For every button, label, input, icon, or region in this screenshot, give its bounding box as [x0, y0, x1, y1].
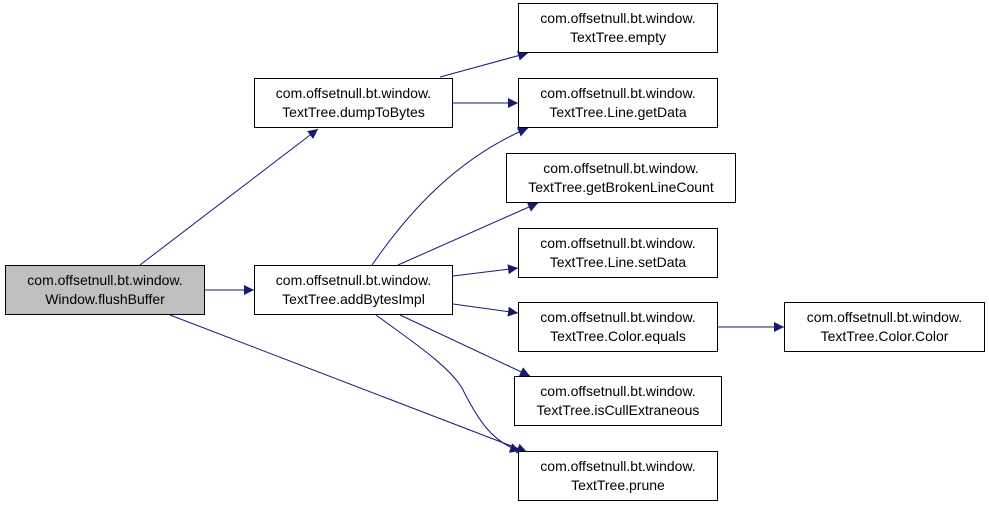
node-texttree-dumptobytes-line1: com.offsetnull.bt.window. [275, 85, 432, 101]
edge-flushbuffer-dumptobytes [139, 128, 319, 266]
node-texttree-line-setdata[interactable]: com.offsetnull.bt.window. TextTree.Line.… [518, 228, 718, 278]
node-window-flushbuffer-line2: Window.flushBuffer [45, 291, 165, 307]
node-window-flushbuffer-line1: com.offsetnull.bt.window. [27, 272, 183, 288]
node-texttree-addbytesimpl-line2: TextTree.addBytesImpl [282, 291, 425, 307]
node-texttree-getbrokenlinecount[interactable]: com.offsetnull.bt.window. TextTree.getBr… [506, 153, 736, 203]
node-texttree-empty-line1: com.offsetnull.bt.window. [540, 10, 696, 26]
edge-addbytesimpl-colorequals [452, 303, 519, 317]
node-texttree-prune[interactable]: com.offsetnull.bt.window. TextTree.prune [518, 451, 718, 501]
edge-addbytesimpl-iscull [399, 314, 531, 377]
node-texttree-color-color-line1: com.offsetnull.bt.window. [806, 309, 963, 325]
node-texttree-addbytesimpl-line1: com.offsetnull.bt.window. [275, 272, 432, 288]
node-texttree-iscullextraneous-line2: TextTree.isCullExtraneous [536, 402, 700, 418]
node-texttree-dumptobytes-line2: TextTree.dumpToBytes [282, 104, 425, 120]
node-texttree-iscullextraneous[interactable]: com.offsetnull.bt.window. TextTree.isCul… [514, 376, 722, 426]
node-texttree-prune-line2: TextTree.prune [571, 477, 665, 493]
node-texttree-empty[interactable]: com.offsetnull.bt.window. TextTree.empty [518, 3, 718, 53]
node-texttree-empty-line2: TextTree.empty [570, 29, 666, 45]
node-texttree-line-getdata-line2: TextTree.Line.getData [549, 104, 687, 120]
node-texttree-line-getdata[interactable]: com.offsetnull.bt.window. TextTree.Line.… [518, 78, 718, 128]
node-window-flushbuffer[interactable]: com.offsetnull.bt.window. Window.flushBu… [5, 265, 205, 315]
node-texttree-line-setdata-line1: com.offsetnull.bt.window. [540, 235, 696, 251]
node-texttree-iscullextraneous-line1: com.offsetnull.bt.window. [540, 383, 696, 399]
node-texttree-dumptobytes[interactable]: com.offsetnull.bt.window. TextTree.dumpT… [254, 78, 453, 128]
node-texttree-prune-line1: com.offsetnull.bt.window. [540, 458, 696, 474]
node-texttree-color-equals[interactable]: com.offsetnull.bt.window. TextTree.Color… [518, 302, 718, 352]
edge-flushbuffer-prune [169, 314, 528, 454]
node-texttree-line-setdata-line2: TextTree.Line.setData [549, 254, 687, 270]
edge-addbytesimpl-linegetdata [371, 127, 529, 266]
edge-addbytesimpl-linesetdata [452, 264, 519, 277]
node-texttree-getbrokenlinecount-line2: TextTree.getBrokenLineCount [528, 179, 714, 195]
node-texttree-color-equals-line1: com.offsetnull.bt.window. [540, 309, 696, 325]
node-texttree-line-getdata-line1: com.offsetnull.bt.window. [540, 85, 696, 101]
edge-addbytesimpl-prune [375, 314, 521, 453]
edge-dumptobytes-empty [439, 50, 529, 78]
edge-addbytesimpl-getbroken [397, 202, 539, 266]
node-texttree-color-color[interactable]: com.offsetnull.bt.window. TextTree.Color… [784, 302, 985, 352]
node-texttree-color-color-line2: TextTree.Color.Color [820, 328, 949, 344]
node-texttree-getbrokenlinecount-line1: com.offsetnull.bt.window. [543, 160, 699, 176]
node-texttree-addbytesimpl[interactable]: com.offsetnull.bt.window. TextTree.addBy… [254, 265, 453, 315]
node-texttree-color-equals-line2: TextTree.Color.equals [550, 328, 686, 344]
